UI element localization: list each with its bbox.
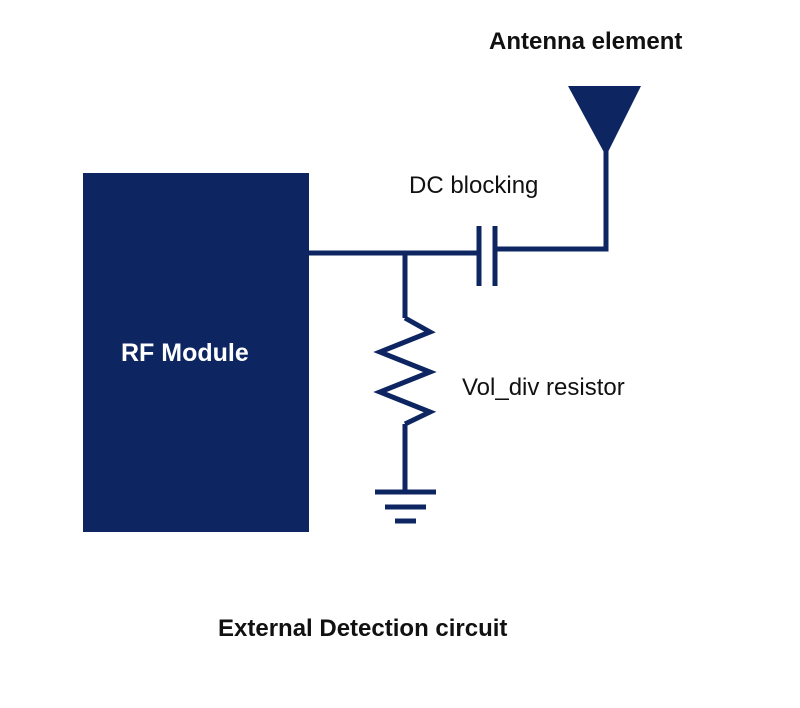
diagram-caption: External Detection circuit [218,615,508,642]
antenna-label: Antenna element [489,28,683,55]
ground-symbol [375,489,436,524]
rf-module-label: RF Module [121,339,249,367]
dc-blocking-label: DC blocking [409,172,539,199]
resistor-symbol [373,315,437,427]
rf-module-block [83,173,309,532]
resistor-label: Vol_div resistor [462,374,625,401]
antenna-symbol [568,86,641,156]
wire-capacitor-to-antenna [497,150,609,252]
